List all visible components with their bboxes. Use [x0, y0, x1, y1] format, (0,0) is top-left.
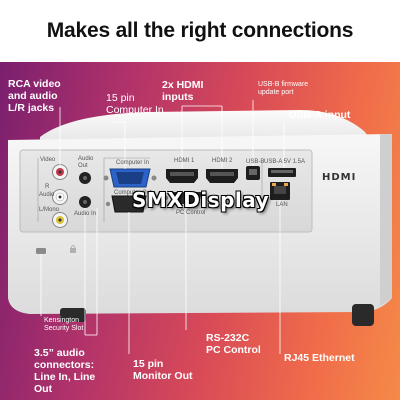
callout-usb-a: USB-A input	[289, 109, 351, 121]
page-title: Makes all the right connections	[46, 19, 354, 42]
callout-hdmi-inputs: 2x HDMI inputs	[162, 79, 204, 104]
callout-audio-connectors: 3.5” audio connectors: Line In, Line Out	[34, 347, 96, 396]
rca-video-jack	[52, 164, 68, 180]
rj45-port	[270, 182, 290, 200]
callout-rca: RCA video and audio L/R jacks	[8, 78, 61, 115]
panel-label-lan: LAN	[276, 202, 288, 208]
usb-a-port	[268, 168, 296, 177]
projector-top	[40, 110, 372, 144]
hdmi-1-port	[166, 169, 198, 183]
lock-icon	[70, 245, 76, 253]
panel-label-pc-control: PC Control	[176, 210, 206, 216]
panel-label-audio: Audio	[39, 192, 55, 198]
panel-label-hdmi2: HDMI 2	[212, 158, 233, 164]
vga-computer-out-port	[105, 195, 153, 213]
panel-label-hdmi1: HDMI 1	[174, 158, 195, 164]
panel-label-usb-b: USB-B	[246, 159, 265, 165]
callout-monitor-out: 15 pin Monitor Out	[133, 358, 193, 383]
connector-panel	[19, 149, 313, 233]
header: Makes all the right connections	[0, 0, 400, 62]
panel-label-computer-out: Computer Out	[114, 190, 152, 196]
rca-audio-r-jack	[52, 189, 68, 205]
gradient-background: Video R Audio L/Mono Audio Out Audio In …	[0, 62, 400, 400]
usb-b-port	[246, 166, 260, 180]
rs232c-port	[164, 192, 208, 204]
rca-audio-l-jack	[52, 212, 68, 228]
callout-rs232c: RS-232C PC Control	[206, 332, 261, 357]
panel-label-usb-a: USB-A 5V 1.5A	[264, 159, 306, 165]
projector-foot-right	[352, 304, 374, 326]
callout-usb-b: USB-B firmware update port	[258, 81, 309, 97]
audio-in-jack	[79, 196, 91, 208]
panel-label-video: Video	[40, 157, 56, 163]
callout-rj45: RJ45 Ethernet	[284, 352, 355, 364]
hdmi-2-port	[206, 169, 238, 183]
panel-label-audio-in: Audio In	[74, 211, 97, 217]
panel-label-l-mono: L/Mono	[39, 207, 60, 213]
vga-computer-in-port	[103, 168, 157, 188]
hdmi-logo: HDMI	[322, 172, 357, 183]
panel-label-r: R	[45, 184, 50, 190]
callout-lines	[40, 100, 285, 354]
callout-kensington: Kensington Security Slot	[44, 317, 84, 333]
audio-out-jack	[79, 172, 91, 184]
projector-illustration	[8, 100, 392, 354]
panel-label-computer-in: Computer In	[116, 160, 150, 166]
panel-label-audio-out: Audio Out	[78, 156, 94, 169]
watermark-text: SMXDisplay	[132, 188, 270, 212]
callout-computer-in: 15 pin Computer In	[106, 92, 164, 117]
projector-foot-left	[60, 308, 86, 322]
kensington-slot	[36, 248, 46, 254]
